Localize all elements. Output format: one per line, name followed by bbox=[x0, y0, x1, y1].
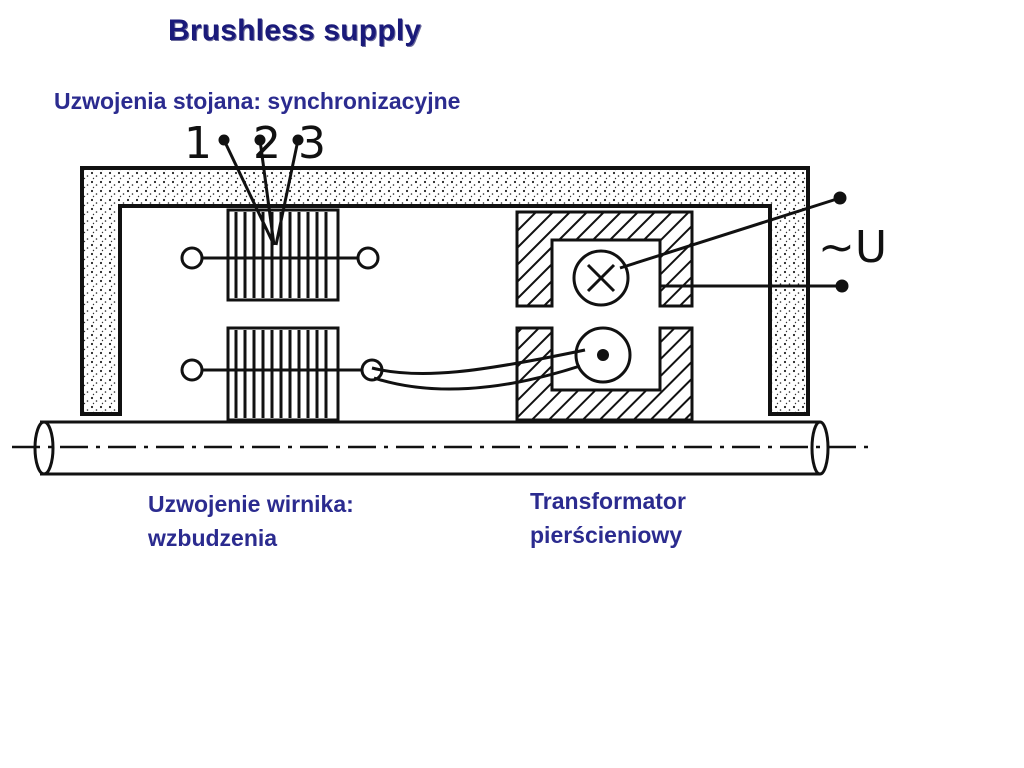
supply-leads bbox=[619, 191, 849, 293]
stator-windings-label: Uzwojenia stojana: synchronizacyjne bbox=[54, 88, 461, 114]
rotor-winding-label-line1: Uzwojenie wirnika: bbox=[148, 491, 354, 517]
page-title: Brushless supply bbox=[168, 14, 422, 47]
rotor-winding-label: Uzwojenie wirnika: wzbudzenia bbox=[148, 487, 354, 555]
ring-transformer-label-line1: Transformator bbox=[530, 488, 686, 514]
ring-transformer-label: Transformator pierścieniowy bbox=[530, 484, 686, 552]
transformer-rotor-core bbox=[515, 326, 694, 422]
transformer-secondary-winding bbox=[574, 326, 632, 384]
stator-frame bbox=[80, 166, 810, 416]
rotor-to-transformer-wires bbox=[371, 348, 586, 391]
rotor-winding bbox=[180, 326, 384, 422]
rotor-winding-label-line2: wzbudzenia bbox=[148, 525, 278, 551]
transformer-stator-core bbox=[515, 210, 694, 308]
terminal-number-3: 3 bbox=[298, 118, 326, 169]
terminal-numbers: 1 2 3 bbox=[184, 118, 326, 169]
stator-winding bbox=[180, 208, 380, 302]
ring-transformer-label-line2: pierścieniowy bbox=[530, 522, 683, 548]
terminal-number-1: 1 bbox=[184, 118, 212, 169]
voltage-label: ~U bbox=[818, 222, 887, 273]
transformer-primary-winding bbox=[572, 249, 630, 307]
rotor-shaft bbox=[12, 420, 876, 476]
terminal-leads bbox=[218, 134, 304, 246]
